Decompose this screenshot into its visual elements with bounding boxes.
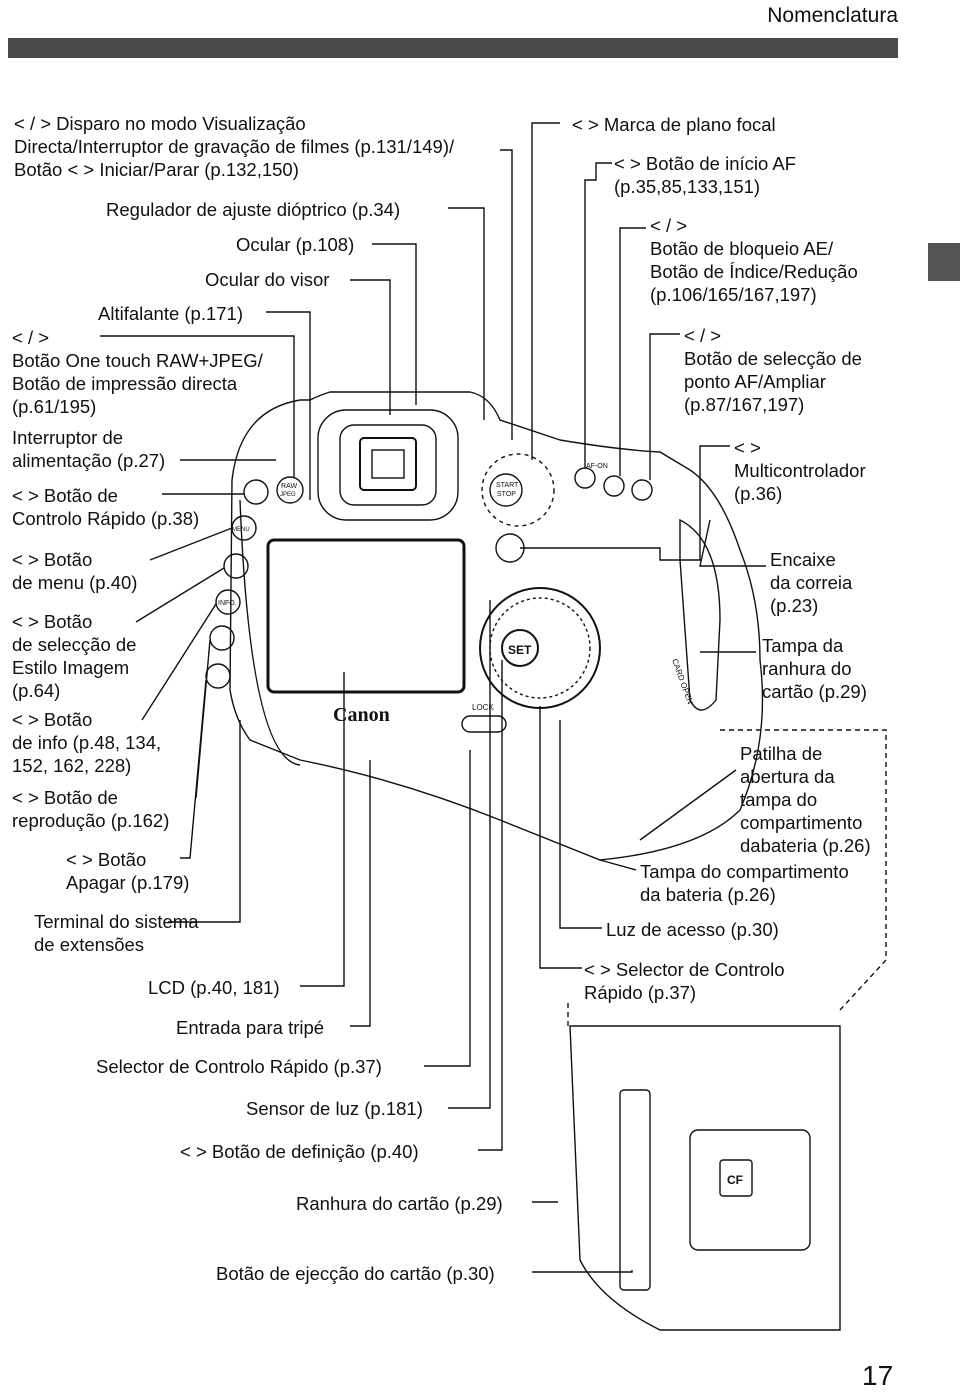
label-lcd: LCD (p.40, 181) [148, 977, 280, 998]
lock-switch [461, 715, 507, 733]
label-light-sensor: Sensor de luz (p.181) [246, 1098, 423, 1119]
cf-mark: CF [727, 1173, 743, 1187]
label-card-slot: Ranhura do cartão (p.29) [296, 1193, 503, 1214]
label-viewfinder: Ocular do visor [205, 269, 330, 290]
label-af-on: < > Botão de início AF(p.35,85,133,151) [614, 153, 797, 197]
q-icon [243, 479, 269, 505]
ae-lock-icon [603, 475, 625, 497]
jpeg-mark: JPEG [280, 492, 296, 498]
label-ae-lock: < / >Botão de bloqueio AE/Botão de Índic… [650, 215, 858, 305]
menu-mark: MENU [232, 527, 250, 533]
header-bar [8, 38, 898, 58]
set-icon [501, 629, 539, 667]
label-quick-dial: Selector de Controlo Rápido (p.37) [96, 1056, 382, 1077]
card-door [679, 518, 721, 711]
camera-body [229, 391, 764, 861]
page-number: 17 [862, 1360, 894, 1391]
af-on-mark: AF-ON [586, 463, 608, 470]
raw-jpeg-icon [276, 476, 304, 504]
card-slot-inset [569, 1025, 841, 1331]
start-stop-icon [489, 473, 523, 507]
info-icon [215, 589, 241, 615]
play-icon [209, 625, 235, 651]
set-mark: SET [508, 643, 532, 657]
label-tripod: Entrada para tripé [176, 1017, 325, 1038]
label-multi-controller: < >Multicontrolador(p.36) [734, 437, 866, 504]
picture-style-icon [223, 553, 249, 579]
lcd-screen [266, 538, 466, 694]
label-access-lamp: Luz de acesso (p.30) [606, 919, 779, 940]
label-set-button: < > Botão de definição (p.40) [180, 1141, 419, 1162]
stop-mark: STOP [497, 491, 516, 498]
raw-mark: RAW [281, 483, 297, 490]
camera-brand: Canon [333, 704, 390, 726]
viewfinder-window [359, 437, 417, 491]
start-mark: START [496, 482, 519, 489]
eyecup [317, 409, 459, 521]
lock-mark: LOCK [472, 703, 494, 712]
label-eyecup: Ocular (p.108) [236, 234, 355, 255]
trash-icon [205, 663, 231, 689]
af-on-icon [574, 467, 596, 489]
section-title: Nomenclatura [767, 4, 898, 27]
af-point-icon [631, 479, 653, 501]
label-speaker: Altifalante (p.171) [98, 303, 244, 324]
quick-control-dial [479, 587, 601, 709]
label-card-eject: Botão de ejecção do cartão (p.30) [216, 1263, 495, 1284]
menu-icon [231, 515, 257, 541]
info-mark: INFO. [218, 600, 237, 607]
label-raw-jpeg: < / >Botão One touch RAW+JPEG/Botão de i… [12, 327, 263, 417]
chapter-tab [928, 243, 960, 281]
label-focal-plane: < > Marca de plano focal [572, 114, 776, 135]
card-open-mark: CARD OPEN [670, 658, 695, 706]
card-lid [689, 1129, 811, 1251]
label-dioptric: Regulador de ajuste dióptrico (p.34) [106, 199, 401, 220]
